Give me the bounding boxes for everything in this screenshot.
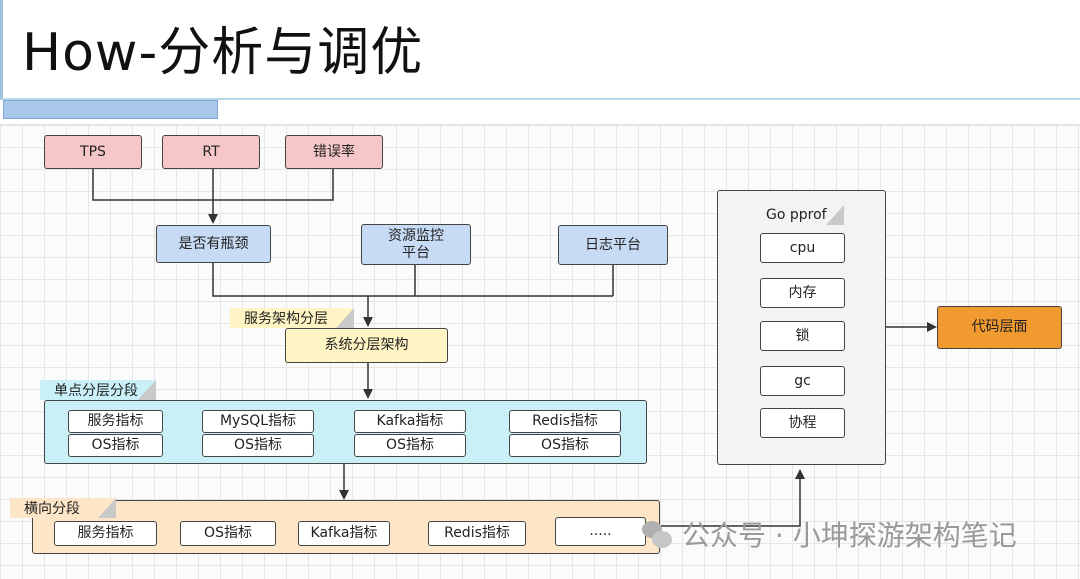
pprof-lock: 锁 — [760, 321, 845, 351]
connector-error-rate — [213, 169, 334, 201]
watermark-text: 公众号 · 小坤探游架构笔记 — [682, 519, 1017, 552]
connector-bottleneck — [212, 263, 613, 297]
pprof-cpu: cpu — [760, 233, 845, 263]
single-mysql-os-metric: OS指标 — [202, 434, 314, 457]
header-accent-bar — [3, 100, 218, 119]
horizontal-kafka-metric: Kafka指标 — [298, 521, 390, 546]
log-platform-box: 日志平台 — [558, 225, 668, 265]
error-rate-box: 错误率 — [285, 135, 383, 169]
pprof-tag: Go pprof — [752, 205, 844, 225]
horizontal-redis-metric: Redis指标 — [428, 521, 526, 546]
single-service-metric: 服务指标 — [68, 410, 163, 433]
resource-monitor-box: 资源监控平台 — [361, 224, 471, 265]
single-mysql-metric: MySQL指标 — [202, 410, 314, 433]
wechat-icon — [640, 517, 674, 551]
pprof-memory: 内存 — [760, 278, 845, 308]
system-arch-box: 系统分层架构 — [285, 328, 448, 363]
single-point-tag: 单点分层分段 — [40, 380, 156, 400]
watermark: 公众号 · 小坤探游架构笔记 — [640, 512, 1017, 556]
horizontal-more: ..... — [555, 517, 646, 546]
connector-tps — [92, 169, 213, 201]
code-level-box: 代码层面 — [937, 306, 1062, 349]
tps-box: TPS — [44, 135, 142, 169]
connector-to-pprof — [660, 469, 805, 527]
horizontal-tag: 横向分段 — [10, 498, 116, 518]
pprof-gc: gc — [760, 366, 845, 396]
bottleneck-box: 是否有瓶颈 — [156, 225, 271, 263]
single-kafka-os-metric: OS指标 — [354, 434, 466, 457]
service-arch-tag: 服务架构分层 — [230, 308, 354, 328]
single-kafka-metric: Kafka指标 — [354, 410, 466, 433]
header-frame — [0, 0, 1080, 100]
single-service-os-metric: OS指标 — [68, 434, 163, 457]
pprof-goroutine: 协程 — [760, 408, 845, 438]
single-redis-metric: Redis指标 — [509, 410, 621, 433]
rt-box: RT — [162, 135, 260, 169]
single-redis-os-metric: OS指标 — [509, 434, 621, 457]
horizontal-service-metric: 服务指标 — [54, 521, 157, 546]
horizontal-os-metric: OS指标 — [180, 521, 276, 546]
page-title: How-分析与调优 — [22, 23, 424, 83]
